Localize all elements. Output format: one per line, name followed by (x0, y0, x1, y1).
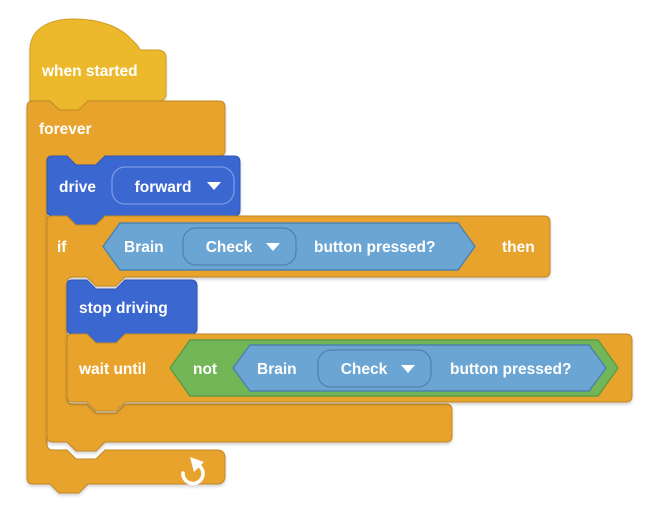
brain-button-dropdown[interactable]: Check (317, 349, 432, 388)
drive-label: drive (59, 179, 96, 196)
loop-arrow-icon (181, 457, 205, 486)
brain-button-pressed-condition[interactable]: Brain Check button pressed? (232, 344, 607, 392)
forever-block[interactable]: forever (26, 100, 226, 494)
dropdown-arrow-icon (401, 365, 415, 373)
brain-button-pressed-condition[interactable]: Brain Check button pressed? (102, 222, 476, 271)
button-pressed-label: button pressed? (450, 361, 571, 378)
brain-button-value: Check (341, 361, 388, 378)
button-pressed-label: button pressed? (314, 239, 435, 256)
drive-direction-value: forward (135, 179, 192, 196)
then-label: then (502, 239, 535, 256)
dropdown-arrow-icon (266, 243, 280, 251)
if-block[interactable]: if then Brain Check button pressed? (46, 215, 551, 452)
brain-device-label: Brain (257, 361, 297, 378)
if-label: if (57, 239, 67, 256)
when-started-label: when started (41, 63, 138, 80)
forever-shape[interactable] (26, 100, 226, 494)
not-label: not (193, 361, 217, 378)
when-started-block[interactable]: when started (29, 18, 167, 111)
brain-button-dropdown[interactable]: Check (182, 227, 297, 266)
wait-until-block[interactable]: wait until not Brain Check button presse… (66, 333, 633, 412)
dropdown-arrow-icon (207, 182, 221, 190)
wait-until-label: wait until (78, 361, 146, 378)
not-operator[interactable]: not Brain Check button pressed? (169, 339, 619, 397)
brain-device-label: Brain (124, 239, 164, 256)
drive-block[interactable]: drive forward (46, 155, 241, 226)
forever-label: forever (39, 121, 92, 138)
when-started-shape[interactable] (29, 18, 167, 111)
brain-button-value: Check (206, 239, 253, 256)
stop-driving-label: stop driving (79, 300, 168, 317)
drive-direction-dropdown[interactable]: forward (111, 166, 235, 205)
